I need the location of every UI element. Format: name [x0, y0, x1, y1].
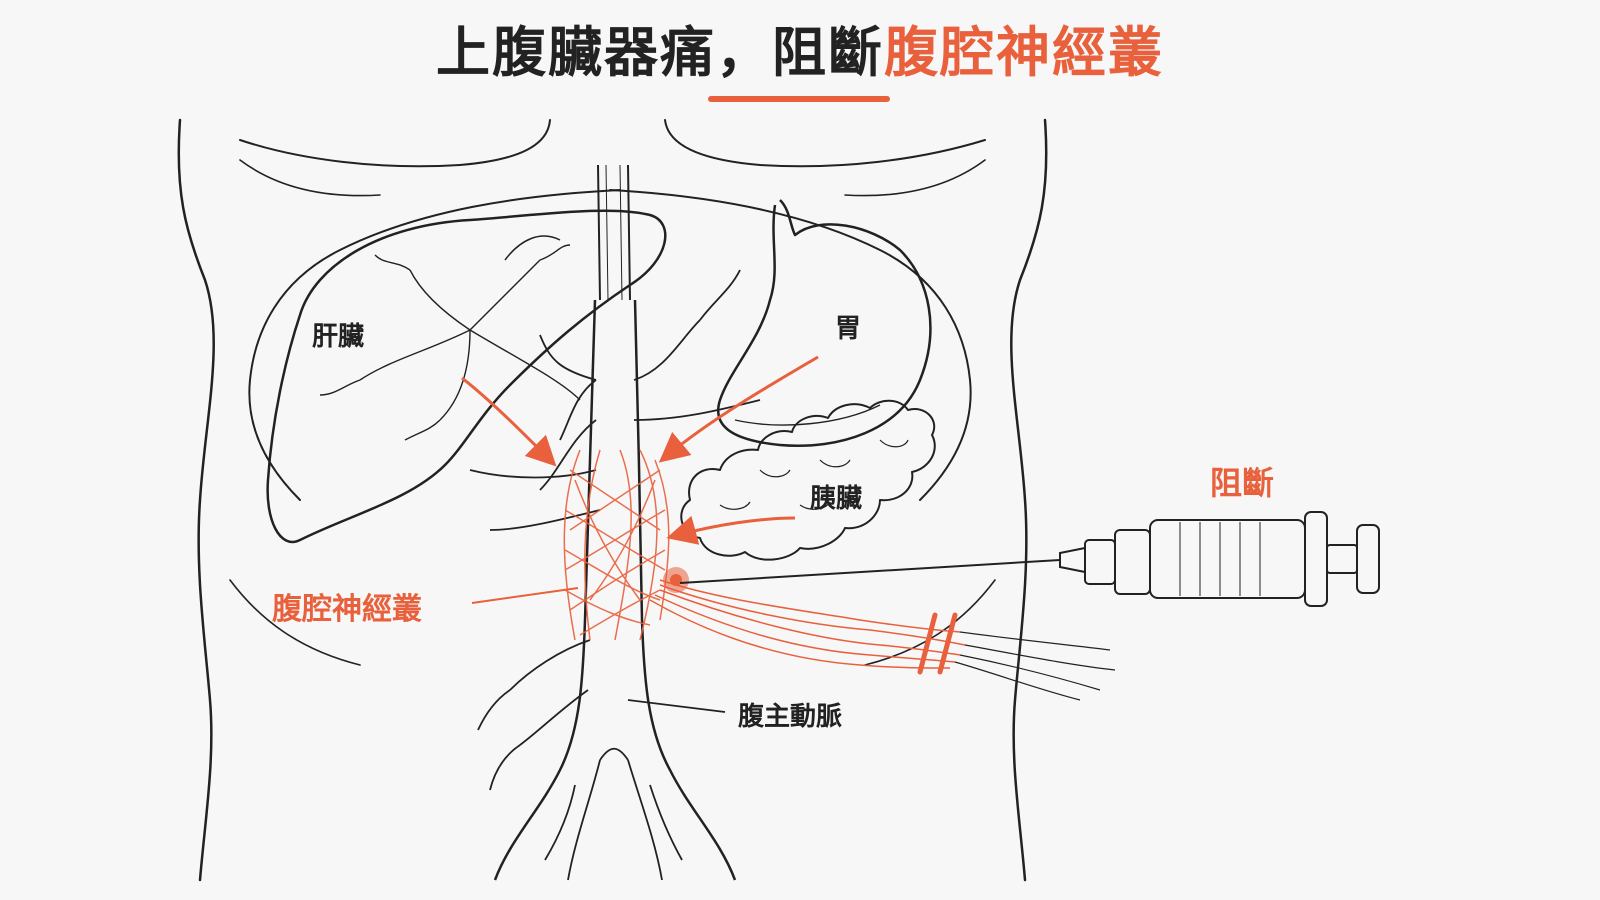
aorta-branches	[469, 269, 761, 861]
torso-outline	[177, 118, 1048, 882]
liver-label: 肝臟	[312, 322, 365, 352]
page-title: 上腹臟器痛，阻斷腹腔神經叢	[0, 8, 1600, 87]
block-label: 阻斷	[1210, 464, 1275, 502]
title-main: 上腹臟器痛，阻斷	[436, 21, 884, 84]
title-highlight: 腹腔神經叢	[884, 21, 1164, 84]
esophagus	[597, 164, 631, 301]
title-underline	[708, 96, 890, 102]
liver	[266, 209, 667, 544]
nerve-fibers	[649, 579, 966, 669]
aorta-label: 腹主動脈	[738, 702, 843, 732]
cut-marks	[917, 612, 958, 675]
stomach	[717, 199, 932, 447]
pancreas	[680, 399, 936, 561]
arrow-stomach	[658, 355, 819, 463]
aorta-leader-line	[627, 699, 726, 713]
plexus-leader-line	[471, 587, 579, 604]
syringe-icon	[679, 511, 1380, 607]
stomach-label: 胃	[835, 314, 862, 344]
pancreas-label: 胰臟	[810, 484, 863, 514]
celiac-plexus-mesh	[563, 449, 670, 641]
arrow-pancreas	[666, 515, 796, 545]
pain-arrows	[461, 355, 819, 545]
arrow-liver	[461, 376, 557, 467]
aorta	[493, 299, 737, 881]
liver-vessels	[319, 244, 581, 441]
celiac-plexus-label: 腹腔神經叢	[272, 592, 422, 627]
nerve-ends	[954, 631, 1116, 701]
